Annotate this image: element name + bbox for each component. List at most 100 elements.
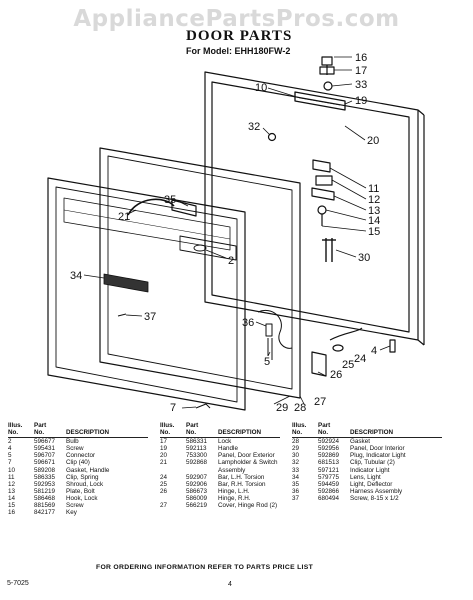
table-row: 19 592113 Handle <box>160 445 280 452</box>
illus-number: 28 <box>292 438 300 446</box>
callout-25: 25 <box>342 359 354 371</box>
callout-11: 11 <box>368 183 379 195</box>
callout-16: 16 <box>355 52 367 64</box>
part-number: 595431 <box>34 445 56 453</box>
table-row: 586009 Hinge, R.H. <box>160 495 280 502</box>
description-header: DESCRIPTION <box>350 422 442 439</box>
illus-number: 25 <box>160 480 168 488</box>
part-description: Screw <box>66 502 84 510</box>
part-description: Clip, Tubular (2) <box>350 459 395 467</box>
part-description: Handle <box>218 445 238 453</box>
callout-17: 17 <box>355 65 367 77</box>
part-description: Hook, Lock <box>66 494 98 502</box>
part-description: Bulb <box>66 438 79 446</box>
page-number: 4 <box>228 581 232 588</box>
part-description: Gasket, Handle <box>66 466 110 474</box>
exterior-door-panel <box>204 71 425 346</box>
part-description: Hinge, L.H. <box>218 487 250 495</box>
illus-number: 36 <box>292 487 300 495</box>
illus-number: 10 <box>8 466 16 474</box>
part-description: Hinge, R.H. <box>218 494 251 502</box>
part-number: 592907 <box>186 473 208 481</box>
part-description: Cover, Hinge Rod (2) <box>218 502 278 510</box>
part-number: 586009 <box>186 494 208 502</box>
description-header: DESCRIPTION <box>66 422 148 439</box>
part-number: 586468 <box>34 494 56 502</box>
callout-30: 30 <box>358 252 370 264</box>
part-description: Plate, Bolt <box>66 487 95 495</box>
part-number: 592924 <box>318 438 340 446</box>
light-lens <box>103 273 149 293</box>
part-number: 842177 <box>34 509 56 517</box>
document-code: 5-7025 <box>7 580 29 587</box>
handle-part <box>294 91 346 111</box>
callout-12: 12 <box>368 194 380 206</box>
part-description: Indicator Light <box>350 466 390 474</box>
callout-36: 36 <box>242 317 254 329</box>
callout-20: 20 <box>367 135 379 147</box>
illus-header: Illus.No. <box>160 422 186 439</box>
part-number: 596677 <box>34 438 56 446</box>
illus-number: 15 <box>8 502 16 510</box>
part-description: Connector <box>66 452 96 460</box>
exploded-diagram: 16 17 33 19 10 32 20 11 12 13 14 15 35 2… <box>47 52 425 414</box>
callout-14: 14 <box>368 215 380 227</box>
callout-7: 7 <box>170 402 176 414</box>
callout-21: 21 <box>118 211 130 223</box>
illus-number: 21 <box>160 459 168 467</box>
illus-number: 4 <box>8 445 12 453</box>
part-description: Screw <box>66 445 84 453</box>
part-description: Lampholder & Switch Assembly <box>218 459 278 474</box>
callout-13: 13 <box>368 205 380 217</box>
part-number: 592953 <box>34 480 56 488</box>
table-row: 15 881569 Screw <box>8 502 148 509</box>
table-row: 4 595431 Screw <box>8 445 148 452</box>
part-description: Bar, L.H. Torsion <box>218 473 265 481</box>
part-number: 592868 <box>186 459 208 467</box>
part-description: Clip, Spring <box>66 473 99 481</box>
part-description: Lens, Light <box>350 473 381 481</box>
part-number: 597121 <box>318 466 340 474</box>
callout-15: 15 <box>368 226 380 238</box>
part-description: Key <box>66 509 77 517</box>
part-description: Screw, 8-15 x 1/2 <box>350 494 399 502</box>
part-number: 592869 <box>318 452 340 460</box>
part-description: Clip (40) <box>66 459 90 467</box>
model-line: For Model: EHH180FW-2 <box>186 46 291 56</box>
part-description: Gasket <box>350 438 370 446</box>
callout-2: 2 <box>228 255 234 267</box>
callout-4: 4 <box>371 345 377 357</box>
description-header: DESCRIPTION <box>218 422 280 439</box>
illus-number: 19 <box>160 445 168 453</box>
illus-header: Illus.No. <box>292 422 318 439</box>
table-row: 28 592924 Gasket <box>292 438 442 446</box>
illus-number <box>160 495 186 502</box>
part-number: 592113 <box>186 445 207 453</box>
illus-number: 37 <box>292 494 300 502</box>
illus-number: 5 <box>8 452 12 460</box>
page-title: DOOR PARTS <box>186 28 293 44</box>
part-number: 592906 <box>186 480 208 488</box>
callout-5: 5 <box>264 356 270 368</box>
part-description: Lock <box>218 438 232 446</box>
part-number: 881569 <box>34 502 56 510</box>
callout-33: 33 <box>355 79 367 91</box>
table-row: 21 592868 Lampholder & Switch Assembly <box>160 459 280 473</box>
